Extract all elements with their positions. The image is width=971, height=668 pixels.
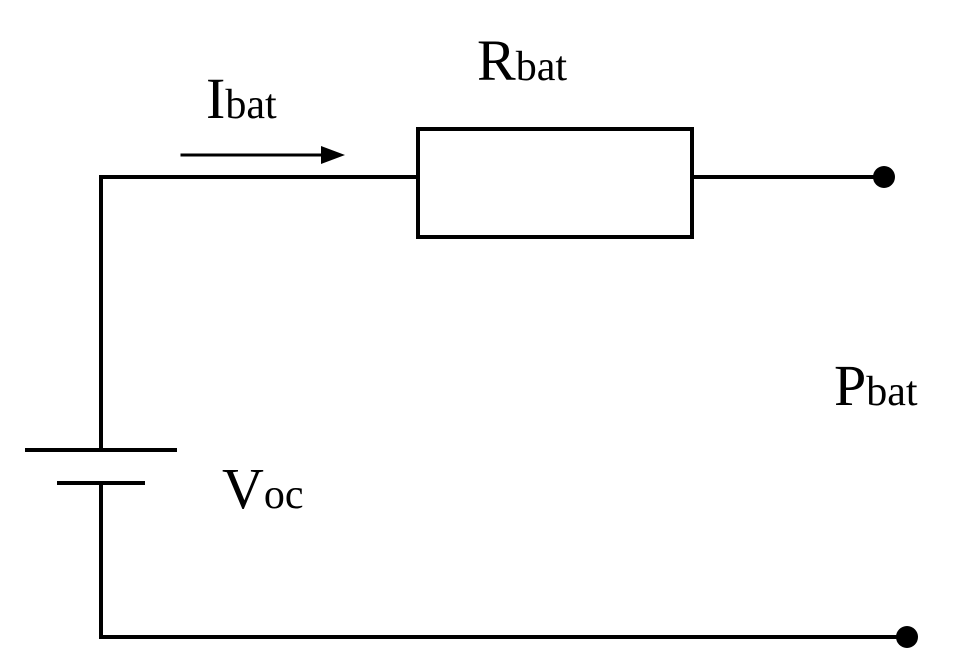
terminal-top	[873, 166, 895, 188]
current-arrow-head	[321, 146, 345, 164]
power-label: Pbat	[834, 353, 918, 418]
voltage-label: Voc	[222, 456, 304, 521]
wires	[99, 175, 909, 639]
wire-battery-to-terminal-bottom	[99, 481, 909, 639]
resistor-symbol	[416, 127, 694, 239]
resistor-label: Rbat	[477, 28, 567, 93]
current-arrow	[180, 146, 345, 164]
terminal-bottom	[896, 626, 918, 648]
current-label: Ibat	[206, 66, 277, 131]
wire-battery-to-resistor	[99, 175, 420, 452]
battery-symbol	[25, 448, 177, 485]
